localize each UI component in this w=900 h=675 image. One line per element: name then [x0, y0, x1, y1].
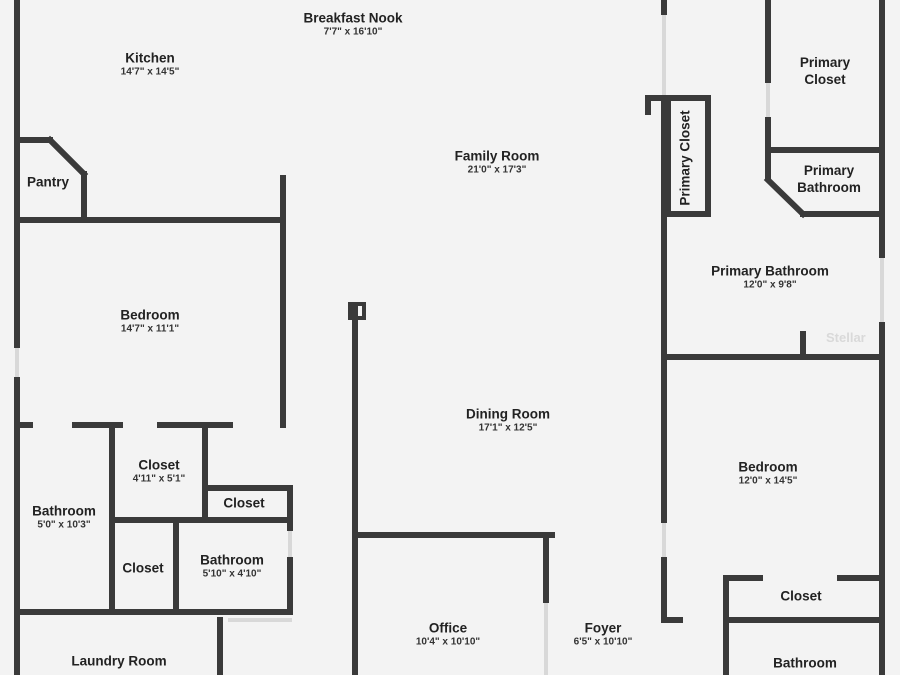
room-dimensions: 21'0" x 17'3"	[467, 164, 527, 176]
room-laundry-room: Laundry Room	[71, 653, 166, 670]
walls-layer	[14, 0, 885, 675]
room-name: Bathroom	[32, 503, 96, 519]
room-bedroom-right: Bedroom 12'0" x 14'5"	[738, 459, 797, 488]
room-name: Pantry	[26, 174, 70, 190]
room-name: Family Room	[454, 148, 540, 164]
room-closet-b: Closet	[223, 495, 264, 512]
room-name: Closet	[780, 588, 822, 604]
room-bathroom-left: Bathroom 5'0" x 10'3"	[32, 503, 96, 532]
room-dimensions: 14'7" x 14'5"	[120, 66, 180, 78]
room-dimensions: 5'0" x 10'3"	[37, 519, 91, 531]
room-dimensions: 4'11" x 5'1"	[132, 473, 186, 485]
room-dimensions: 7'7" x 16'10"	[323, 26, 383, 38]
room-name: Bathroom	[773, 655, 837, 671]
room-primary-closet-vertical: Primary Closet	[677, 110, 694, 205]
column-post	[348, 302, 366, 320]
room-name: Closet	[122, 560, 164, 576]
room-kitchen: Kitchen 14'7" x 14'5"	[121, 50, 180, 79]
room-dimensions: 17'1" x 12'5"	[478, 422, 538, 434]
room-dimensions: 5'10" x 4'10"	[202, 568, 262, 580]
room-name: Primary Closet	[677, 110, 693, 206]
room-name: Primary Bathroom	[797, 163, 861, 195]
room-bathroom-mid: Bathroom 5'10" x 4'10"	[200, 552, 264, 581]
room-name: Primary Closet	[799, 55, 851, 87]
room-name: Breakfast Nook	[303, 10, 403, 26]
room-name: Foyer	[584, 620, 622, 636]
room-name: Bathroom	[200, 552, 264, 568]
room-closet-right: Closet	[780, 588, 821, 605]
room-primary-bathroom-small: Primary Bathroom	[791, 162, 867, 196]
room-name: Kitchen	[125, 50, 175, 66]
room-family-room: Family Room 21'0" x 17'3"	[455, 148, 540, 177]
room-bathroom-right: Bathroom	[773, 655, 837, 672]
room-name: Office	[428, 620, 468, 636]
room-dining-room: Dining Room 17'1" x 12'5"	[466, 406, 550, 435]
room-name: Dining Room	[466, 406, 550, 422]
room-dimensions: 14'7" x 11'1"	[120, 323, 180, 335]
room-name: Closet	[138, 457, 180, 473]
room-primary-bathroom: Primary Bathroom 12'0" x 9'8"	[711, 263, 829, 292]
room-office: Office 10'4" x 10'10"	[416, 620, 480, 649]
room-pantry: Pantry	[27, 174, 69, 191]
room-closet-c: Closet	[122, 560, 163, 577]
wall-segment	[45, 135, 89, 179]
watermark-text: Stellar	[826, 330, 866, 345]
room-breakfast-nook: Breakfast Nook 7'7" x 16'10"	[303, 10, 402, 39]
room-primary-closet-top: Primary Closet	[793, 54, 857, 88]
wall-segment	[763, 175, 808, 219]
room-dimensions: 10'4" x 10'10"	[415, 636, 481, 648]
room-name: Bedroom	[738, 459, 798, 475]
room-dimensions: 12'0" x 14'5"	[738, 475, 798, 487]
room-bedroom-left: Bedroom 14'7" x 11'1"	[120, 307, 179, 336]
room-dimensions: 6'5" x 10'10"	[573, 636, 633, 648]
room-name: Bedroom	[120, 307, 180, 323]
room-name: Closet	[223, 495, 265, 511]
room-dimensions: 12'0" x 9'8"	[743, 279, 797, 291]
room-closet-a: Closet 4'11" x 5'1"	[133, 457, 186, 486]
room-name: Laundry Room	[71, 653, 167, 669]
room-name: Primary Bathroom	[711, 263, 829, 279]
room-foyer: Foyer 6'5" x 10'10"	[574, 620, 633, 649]
